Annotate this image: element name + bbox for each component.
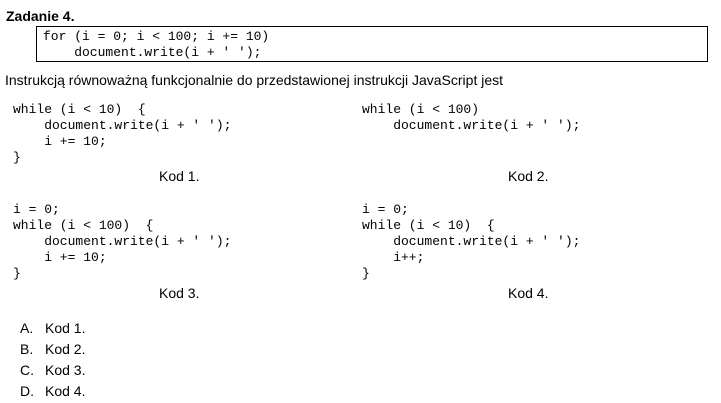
answer-letter: B.	[20, 341, 34, 357]
answer-text: Kod 1.	[45, 320, 86, 336]
answer-option-a[interactable]: A. Kod 1.	[20, 318, 85, 339]
answer-letter: C.	[20, 362, 34, 378]
answer-letter: D.	[20, 383, 34, 399]
code-snippet-4: i = 0; while (i < 10) { document.write(i…	[362, 202, 581, 281]
answer-text: Kod 3.	[45, 362, 86, 378]
answer-option-c[interactable]: C. Kod 3.	[20, 360, 85, 381]
code-label-3: Kod 3.	[159, 285, 200, 301]
question-prompt: Instrukcją równoważną funkcjonalnie do p…	[5, 72, 504, 88]
task-title: Zadanie 4.	[6, 8, 75, 24]
answer-option-b[interactable]: B. Kod 2.	[20, 339, 85, 360]
code-label-1: Kod 1.	[159, 168, 200, 184]
code-snippet-3: i = 0; while (i < 100) { document.write(…	[13, 202, 232, 281]
code-snippet-2: while (i < 100) document.write(i + ' ');	[362, 102, 581, 133]
answer-list: A. Kod 1. B. Kod 2. C. Kod 3. D. Kod 4.	[20, 318, 85, 402]
answer-letter: A.	[20, 320, 34, 336]
answer-text: Kod 4.	[45, 383, 86, 399]
answer-option-d[interactable]: D. Kod 4.	[20, 381, 85, 402]
code-label-2: Kod 2.	[508, 168, 549, 184]
task-code: for (i = 0; i < 100; i += 10) document.w…	[43, 29, 270, 60]
code-snippet-1: while (i < 10) { document.write(i + ' ')…	[13, 102, 232, 165]
task-code-box: for (i = 0; i < 100; i += 10) document.w…	[36, 26, 708, 62]
answer-text: Kod 2.	[45, 341, 86, 357]
code-label-4: Kod 4.	[508, 285, 549, 301]
